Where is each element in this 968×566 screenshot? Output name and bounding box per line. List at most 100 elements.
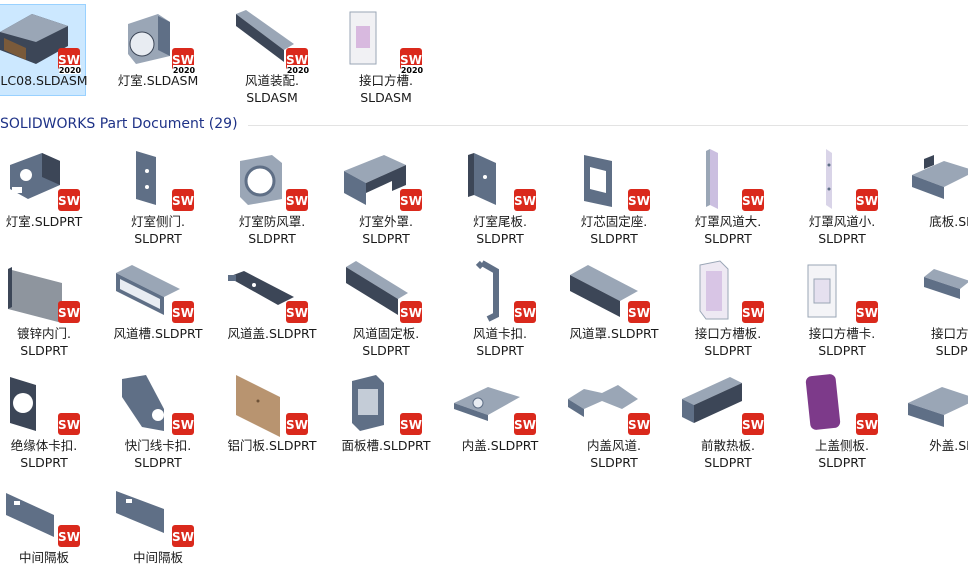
file-name: 绝缘体卡扣.SLDPRT [0,437,96,471]
group-header-solidworks-part[interactable]: SOLIDWORKS Part Document (29) [0,113,968,135]
file-name-line2: SLDPRT [590,455,638,470]
solidworks-badge-icon: SW [286,301,308,323]
svg-text:SW: SW [856,306,878,320]
solidworks-badge-icon: SW [172,525,194,547]
file-thumbnail-icon: SW [790,145,894,215]
solidworks-badge-icon: SW [856,301,878,323]
file-name: 风道装配.SLDASM [220,72,324,106]
file-thumbnail-icon: SW [106,369,210,439]
file-name-line1: 灯室尾板. [473,214,527,229]
solidworks-badge-icon: SW [742,301,764,323]
file-name-line1: 灯芯固定座. [580,214,648,229]
svg-text:2020: 2020 [287,66,310,74]
file-thumbnail-icon: SW [334,369,438,439]
file-name-line2: SLDPRT [134,455,182,470]
file-name: 灯室外罩.SLDPRT [334,213,438,247]
file-name: 灯室尾板. SLDPRT [448,213,552,247]
file-name-line2: SLDPRT [704,455,752,470]
solidworks-badge-icon: SW [172,413,194,435]
svg-text:SW: SW [400,418,422,432]
solidworks-badge-icon: SW [58,413,80,435]
file-name-line2: SLDPR [935,343,968,358]
file-name: 灯室.SLDASM [106,72,210,89]
svg-text:SW: SW [400,53,422,67]
file-name: LC08.SLDASM [0,72,96,89]
file-thumbnail-icon: SW [220,145,324,215]
file-name: 面板槽.SLDPRT [334,437,438,454]
file-thumbnail-icon: SW [676,369,780,439]
file-name-line1: 风道罩.SLDPRT [569,326,659,341]
file-name: 灯罩风道小.SLDPRT [790,213,894,247]
file-name-line1: 内盖.SLDPRT [461,438,539,453]
file-thumbnail-icon: SW [904,145,968,215]
svg-text:SW: SW [58,194,80,208]
svg-text:SW: SW [514,418,536,432]
svg-text:SW: SW [742,418,764,432]
file-name: 接口方槽.SLDASM [334,72,438,106]
file-thumbnail-icon: SW [904,257,968,327]
file-name-line1: 风道固定板. [352,326,420,341]
file-thumbnail-icon: SW [790,369,894,439]
file-name: 接口方槽卡.SLDPRT [790,325,894,359]
svg-text:SW: SW [58,53,80,67]
file-name-line2: SLDPRT [20,455,68,470]
file-name-line1: 灯室侧门. [131,214,185,229]
svg-text:SW: SW [172,306,194,320]
solidworks-badge-icon: SW [58,525,80,547]
file-thumbnail-icon: SW [562,257,666,327]
file-name: 灯芯固定座.SLDPRT [562,213,666,247]
file-name-line1: 灯罩风道大. [694,214,762,229]
svg-text:2020: 2020 [59,66,82,74]
file-name-line1: 中间隔板 [18,550,69,565]
file-name-line2: SLDPRT [248,231,296,246]
file-thumbnail-icon: SW [106,257,210,327]
solidworks-badge-icon: SW [514,301,536,323]
file-thumbnail-icon: SW [106,145,210,215]
file-name: 灯室.SLDPRT [0,213,96,230]
file-name-line1: 接口方槽卡. [808,326,876,341]
file-name-line2: SLDPRT [476,231,524,246]
file-name-line2: SLDPRT [704,231,752,246]
file-thumbnail-icon: SW [448,257,552,327]
file-name-line1: 快门线卡扣. [124,438,192,453]
solidworks-badge-icon: SW [742,189,764,211]
solidworks-badge-icon: SW [400,301,422,323]
svg-text:2020: 2020 [401,66,424,74]
file-thumbnail-icon: SW [0,145,96,215]
solidworks-badge-icon: SW [58,189,80,211]
file-name-line1: 接口方槽 [930,326,968,341]
file-name-line1: 镀锌内门. [17,326,71,341]
file-name-line1: 灯室.SLDASM [117,73,199,88]
svg-text:SW: SW [628,418,650,432]
solidworks-badge-icon: SW [628,413,650,435]
file-name-line1: 风道卡扣. [473,326,527,341]
file-name-line1: 接口方槽. [359,73,413,88]
file-thumbnail-icon: SW [334,145,438,215]
file-name: 风道盖.SLDPRT [220,325,324,342]
svg-text:SW: SW [856,194,878,208]
svg-text:SW: SW [58,530,80,544]
solidworks-badge-icon: SW [628,189,650,211]
file-name: 灯罩风道大. SLDPRT [676,213,780,247]
file-name: 前散热板. SLDPRT [676,437,780,471]
svg-text:SW: SW [286,306,308,320]
svg-text:SW: SW [172,194,194,208]
file-thumbnail-icon: SW [106,481,210,551]
solidworks-badge-icon: SW [400,413,422,435]
file-thumbnail-icon: SW [448,145,552,215]
solidworks-badge-icon: SW [514,189,536,211]
file-name-line1: 前散热板. [701,438,755,453]
file-thumbnail-icon: SW [790,257,894,327]
file-name: 镀锌内门.SLDPRT [0,325,96,359]
file-name-line2: SLDPRT [818,231,866,246]
solidworks-badge-icon: SW [172,189,194,211]
file-name: 灯室侧门.SLDPRT [106,213,210,247]
solidworks-badge-icon: SW [742,413,764,435]
file-thumbnail-icon: SW [0,257,96,327]
file-name-line2: SLDPRT [362,231,410,246]
file-name-line1: 内盖风道. [587,438,641,453]
file-name: 中间隔板 [106,549,210,566]
svg-text:SW: SW [742,306,764,320]
file-name: 内盖.SLDPRT [448,437,552,454]
